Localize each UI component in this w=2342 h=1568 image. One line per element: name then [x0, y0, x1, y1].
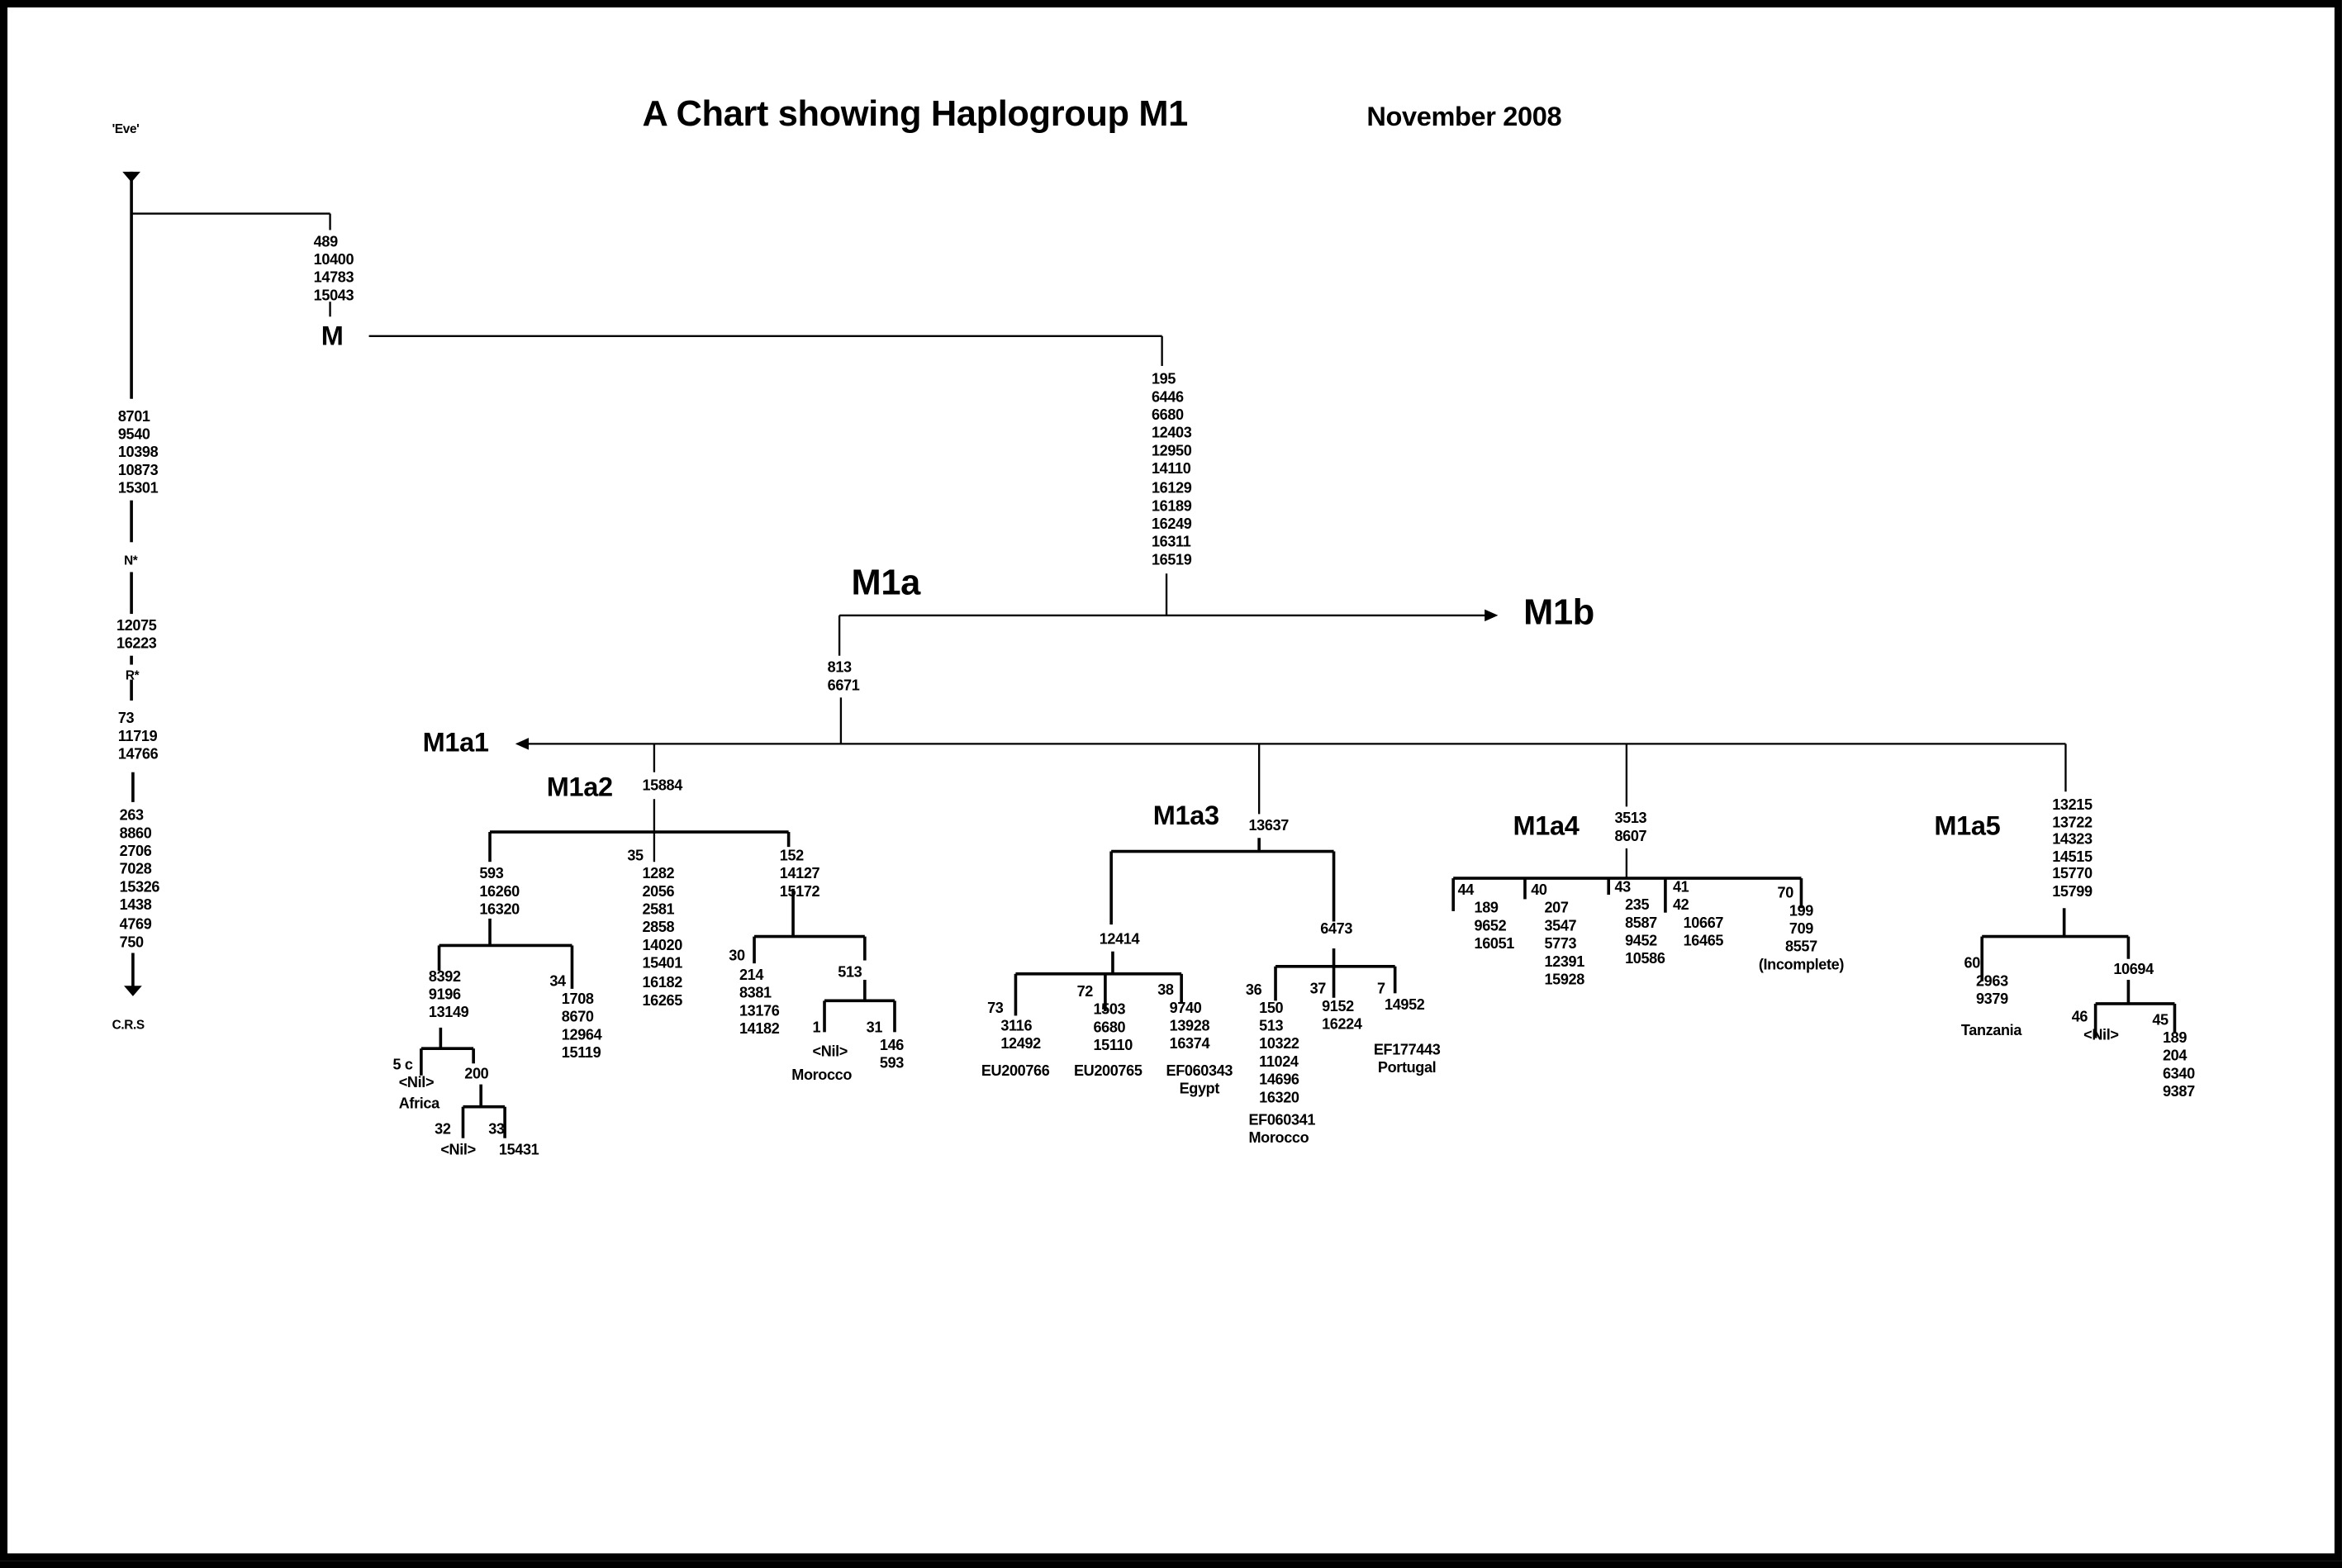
sample-mutations: 3116 12492	[1000, 1019, 1041, 1053]
sample-accession: EF060341 Morocco	[1248, 1112, 1316, 1147]
sample-place: Tanzania	[1960, 1023, 2022, 1040]
sample-mutations: 146 593	[879, 1038, 905, 1073]
node-mutations: 6473	[1320, 921, 1353, 938]
r-label: R*	[125, 668, 140, 683]
sample-mutations: 214 8381 13176 14182	[739, 967, 780, 1039]
sample-accession: EU200765	[1073, 1063, 1142, 1081]
sample-place: Morocco	[791, 1067, 853, 1085]
sample-mutations: 150 513 10322 11024 14696 16320	[1259, 1000, 1299, 1108]
m1a4-mutations: 3513 8607	[1614, 810, 1647, 846]
sample-mutations: 9740 13928 16374	[1169, 1000, 1210, 1053]
sample-mutations: 14952	[1385, 997, 1425, 1014]
chart-title: A Chart showing Haplogroup M1	[642, 93, 1188, 135]
node-mutations: 513	[838, 964, 862, 981]
sample-id: 72	[1076, 984, 1094, 1001]
m1a1-label: M1a1	[422, 727, 489, 758]
sample-mutations: 207 3547 5773 12391 15928	[1544, 900, 1584, 990]
crs-mutations: 263 8860 2706 7028 15326 1438 4769 750	[119, 808, 160, 952]
node-mutations: 10694	[2113, 962, 2154, 979]
sample-id: 38	[1157, 982, 1174, 1000]
m1a-mutations: 813 6671	[827, 660, 860, 695]
m1a2-mutations: 15884	[642, 777, 682, 795]
sample-mutations: 235 8587 9452 10586	[1625, 897, 1665, 969]
m1b-label: M1b	[1523, 592, 1594, 634]
sample-id: 7	[1376, 981, 1385, 998]
sample-id: 32	[435, 1121, 451, 1138]
node-mutations: 200	[464, 1066, 489, 1083]
m1a3-mutations: 13637	[1248, 818, 1289, 835]
sample-id: 70	[1777, 886, 1794, 903]
sample-mutations: <Nil>	[440, 1143, 476, 1160]
sample-id: 37	[1309, 981, 1327, 998]
node-mutations: 593 16260 16320	[479, 866, 520, 919]
sample-id: 33	[488, 1121, 505, 1138]
sample-mutations: 9152 16224	[1322, 999, 1362, 1034]
sample-id: 60	[1964, 956, 1981, 973]
sample-id: 35	[627, 848, 644, 865]
sample-id: 43	[1614, 879, 1631, 896]
m1-mutations: 195 6446 6680 12403 12950 14110 16129 16…	[1151, 372, 1192, 569]
m1a2-label: M1a2	[546, 772, 613, 802]
m1a5-mutations: 13215 13722 14323 14515 15770 15799	[2052, 797, 2093, 900]
tree-lines	[122, 171, 2177, 1138]
sample-id: 44	[1457, 882, 1475, 900]
m-label: M	[321, 321, 344, 351]
sample-mutations: <Nil>	[398, 1075, 435, 1092]
sample-id: 5 c	[392, 1057, 413, 1074]
sample-id: 40	[1531, 882, 1547, 900]
sample-id: 34	[549, 973, 566, 991]
crs-arrow-icon	[124, 986, 142, 996]
sample-id: 31	[866, 1019, 883, 1037]
sample-accession: EF177443 Portugal	[1373, 1042, 1441, 1077]
sample-id: 46	[2071, 1010, 2088, 1027]
sample-id: 41 42	[1672, 879, 1689, 915]
m1a4-label: M1a4	[1513, 810, 1580, 841]
sample-id: 36	[1245, 982, 1262, 1000]
sample-mutations: 189 9652 16051	[1474, 900, 1514, 953]
sample-accession: EF060343 Egypt	[1166, 1063, 1233, 1099]
sample-mutations: 199 709 8557 (Incomplete)	[1758, 903, 1845, 975]
chart-date: November 2008	[1366, 101, 1562, 132]
sample-mutations: <Nil>	[2083, 1027, 2119, 1044]
sample-mutations: 1708 8670 12964 15119	[561, 991, 602, 1062]
sample-mutations: <Nil>	[812, 1043, 848, 1061]
sample-mutations: 10667 16465	[1683, 915, 1724, 951]
sample-id: 1	[812, 1019, 821, 1037]
sample-id: 30	[729, 948, 745, 965]
m1a5-label: M1a5	[1934, 810, 2001, 841]
m1a3-label: M1a3	[1152, 801, 1219, 831]
sample-mutations: 1503 6680 15110	[1093, 1002, 1133, 1055]
m-mutations: 489 10400 14783 15043	[313, 234, 354, 306]
sample-mutations: 15431	[498, 1143, 539, 1160]
sample-mutations: 189 204 6340 9387	[2162, 1030, 2195, 1102]
m1a1-arrow-icon	[515, 738, 530, 750]
m1b-arrow-icon	[1485, 609, 1499, 622]
sample-id: 45	[2152, 1012, 2169, 1029]
sample-accession: EU200766	[981, 1063, 1050, 1081]
r-mutations: 12075 16223	[116, 618, 157, 653]
n-label: N*	[124, 552, 138, 568]
node-mutations: 8392 9196 13149	[428, 969, 469, 1023]
eve-label: 'Eve'	[112, 121, 140, 136]
h-mutations: 73 11719 14766	[117, 710, 159, 764]
sample-mutations: 1282 2056 2581 2858 14020 15401 16182 16…	[642, 866, 682, 1010]
m1a-label: M1a	[851, 563, 921, 604]
node-mutations: 12414	[1099, 932, 1140, 949]
crs-label: C.R.S	[112, 1017, 145, 1033]
sample-mutations: 2963 9379	[1975, 973, 2008, 1009]
node-mutations: 152 14127 15172	[779, 848, 820, 901]
n-mutations: 8701 9540 10398 10873 15301	[117, 409, 159, 498]
sample-id: 73	[987, 1000, 1004, 1018]
sample-place: Africa	[398, 1096, 439, 1113]
